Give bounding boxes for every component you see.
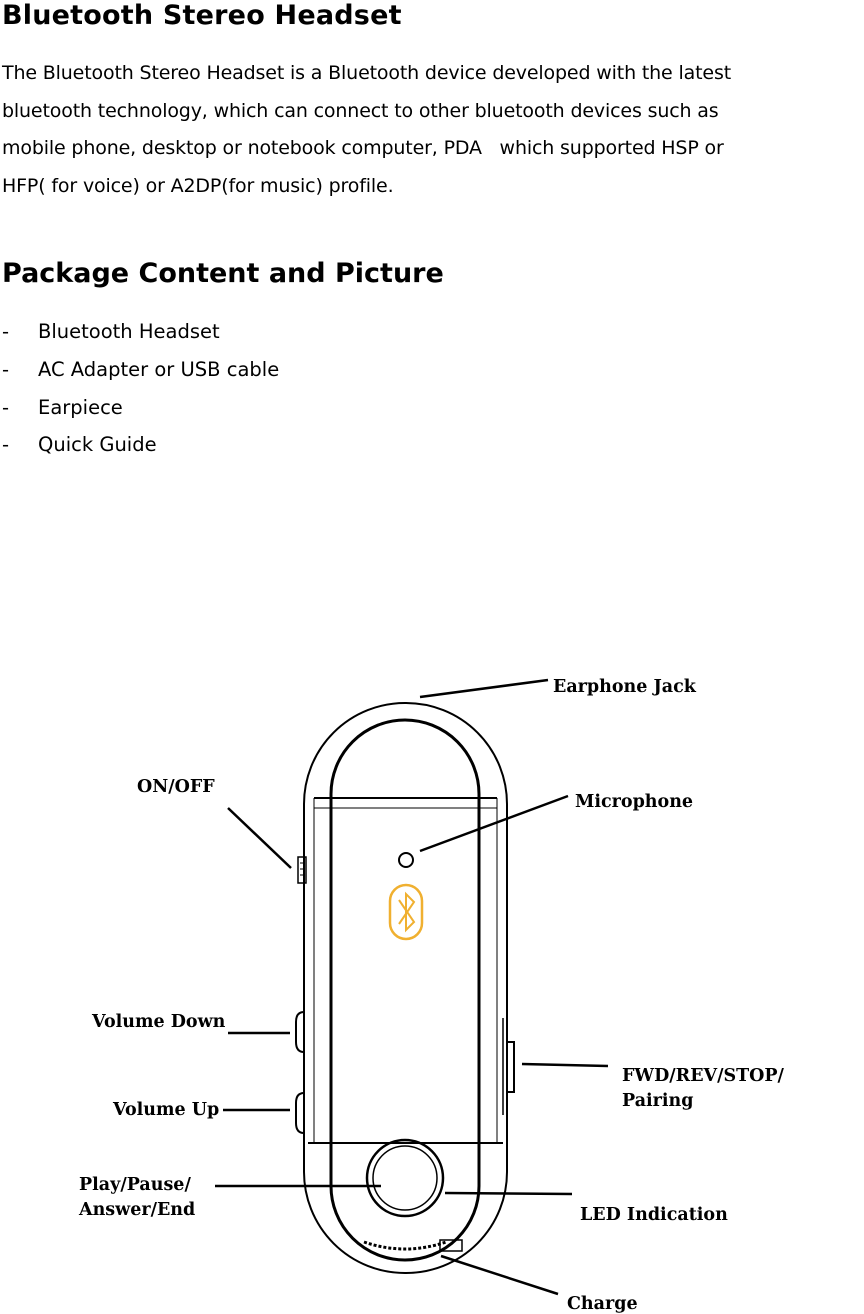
- label-earphone-jack: Earphone Jack: [553, 677, 697, 697]
- list-item: - AC Adapter or USB cable: [2, 351, 279, 389]
- list-item: - Bluetooth Headset: [2, 313, 279, 351]
- label-led-indication: LED Indication: [580, 1205, 728, 1225]
- volume-down-button: [295, 1011, 305, 1053]
- on-off-switch: [297, 856, 307, 884]
- bottom-grip: [363, 1240, 447, 1251]
- list-marker: -: [2, 320, 10, 343]
- play-pause-button-inner: [372, 1145, 438, 1211]
- leader-fwd-rev: [521, 1062, 609, 1068]
- list-item-label: Earpiece: [38, 395, 123, 419]
- headset-diagram: Earphone Jack ON/OFF Microphone Volume D…: [78, 677, 785, 1314]
- intro-line: mobile phone, desktop or notebook comput…: [2, 137, 724, 159]
- section-title: Package Content and Picture: [2, 258, 444, 289]
- intro-line: The Bluetooth Stereo Headset is a Blueto…: [2, 62, 731, 84]
- intro-line: HFP( for voice) or A2DP(for music) profi…: [2, 174, 394, 197]
- label-charge: Charge: [567, 1294, 638, 1314]
- list-item: - Quick Guide: [2, 426, 279, 464]
- microphone-hole: [398, 852, 414, 868]
- list-marker: -: [2, 395, 10, 419]
- document-title: Bluetooth Stereo Headset: [2, 0, 402, 31]
- list-item-label: Quick Guide: [38, 433, 157, 457]
- charge-port: [439, 1239, 463, 1252]
- label-volume-up: Volume Up: [112, 1100, 219, 1120]
- intro-paragraph: The Bluetooth Stereo Headset is a Blueto…: [2, 55, 864, 205]
- intro-line: bluetooth technology, which can connect …: [2, 99, 719, 122]
- list-marker: -: [2, 357, 10, 381]
- package-content-list: - Bluetooth Headset - AC Adapter or USB ca…: [2, 313, 279, 464]
- leader-charge: [440, 1254, 559, 1296]
- leader-earphone-jack: [419, 678, 549, 699]
- headset-inner-panel: [329, 718, 481, 1262]
- headset-outer-body: [303, 702, 508, 1274]
- leader-led: [444, 1191, 573, 1196]
- list-item: - Earpiece: [2, 389, 279, 427]
- play-pause-button: [365, 1138, 445, 1218]
- list-item-label: AC Adapter or USB cable: [38, 357, 280, 381]
- fwd-rev-button: [507, 1041, 515, 1093]
- list-item-label: Bluetooth Headset: [38, 320, 220, 343]
- label-play-pause-line2: Answer/End: [78, 1200, 195, 1220]
- leader-on-off: [227, 807, 292, 869]
- label-microphone: Microphone: [575, 792, 693, 812]
- label-fwd-rev-line1: FWD/REV/STOP/: [622, 1066, 785, 1086]
- label-play-pause-line1: Play/Pause/: [79, 1175, 191, 1195]
- label-volume-down: Volume Down: [91, 1012, 226, 1032]
- bluetooth-icon: [388, 883, 424, 941]
- label-on-off: ON/OFF: [137, 777, 215, 797]
- leader-microphone: [419, 794, 569, 853]
- list-marker: -: [2, 433, 10, 457]
- label-fwd-rev-line2: Pairing: [622, 1091, 694, 1111]
- volume-up-button: [295, 1092, 305, 1134]
